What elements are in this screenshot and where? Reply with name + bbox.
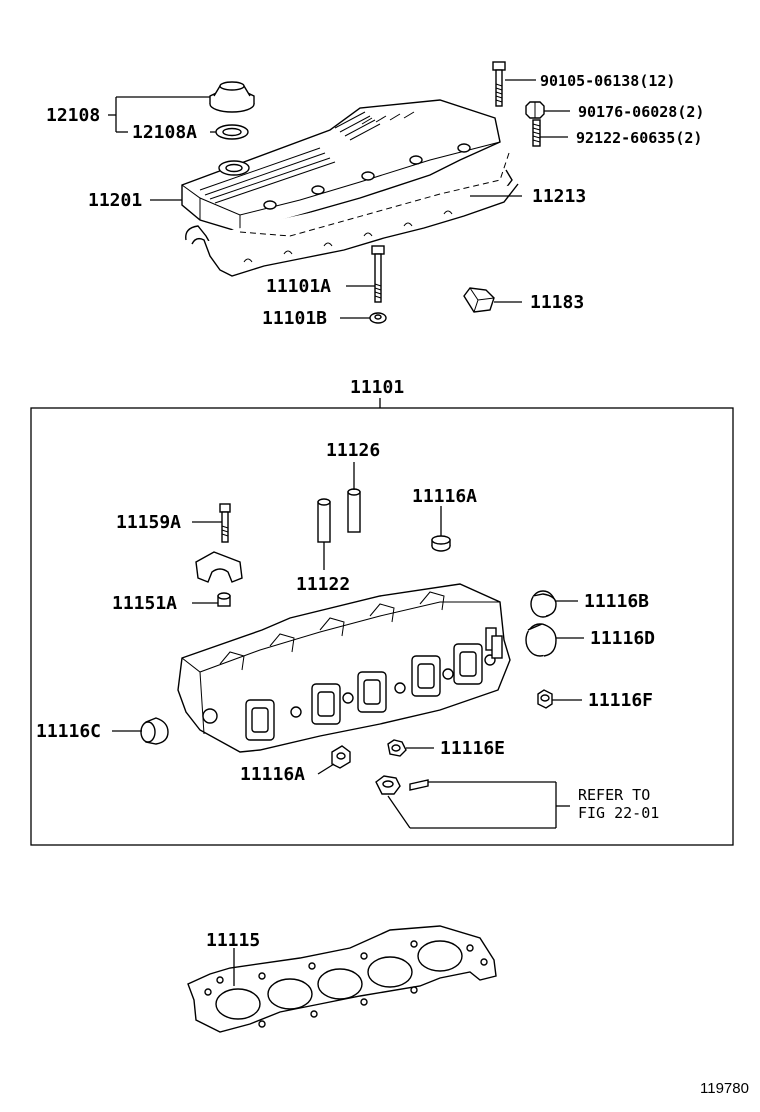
label-11116b: 11116B bbox=[584, 591, 649, 612]
leader-11116a-bottom bbox=[317, 763, 335, 775]
label-11101a: 11101A bbox=[266, 276, 331, 297]
refer-part-drawing bbox=[375, 775, 429, 795]
label-11116f: 11116F bbox=[588, 690, 653, 711]
filler-cap-gasket-drawing bbox=[215, 124, 249, 140]
bolt-90105-drawing bbox=[492, 61, 506, 107]
plug-11116a-top-drawing bbox=[431, 535, 451, 552]
label-11201: 11201 bbox=[88, 190, 142, 211]
dowel-11151a-drawing bbox=[217, 592, 231, 607]
refer-text-line2: FIG 22-01 bbox=[578, 804, 659, 822]
oil-filler-cap-drawing bbox=[209, 81, 255, 113]
plug-11116f-drawing bbox=[537, 689, 553, 709]
bolt-11159a-drawing bbox=[219, 503, 231, 543]
refer-bracket bbox=[387, 781, 570, 829]
label-12108: 12108 bbox=[46, 105, 100, 126]
bolt-11101a-drawing bbox=[371, 245, 385, 303]
nut-90176-drawing bbox=[525, 101, 545, 119]
label-11116e: 11116E bbox=[440, 738, 505, 759]
valve-guide-11126-drawing bbox=[347, 488, 361, 533]
label-11116c: 11116C bbox=[36, 721, 101, 742]
label-90105: 90105-06138(12) bbox=[540, 72, 675, 90]
label-12108a: 12108A bbox=[132, 122, 197, 143]
plug-11183-drawing bbox=[463, 287, 495, 313]
washer-11101b-drawing bbox=[369, 312, 387, 324]
label-90176: 90176-06028(2) bbox=[578, 103, 704, 121]
head-gasket-drawing bbox=[187, 925, 497, 1033]
label-11151a: 11151A bbox=[112, 593, 177, 614]
label-11116a-top: 11116A bbox=[412, 486, 477, 507]
label-11159a: 11159A bbox=[116, 512, 181, 533]
label-11122: 11122 bbox=[296, 574, 350, 595]
valve-cover-gasket-drawing bbox=[185, 149, 519, 277]
label-11101b: 11101B bbox=[262, 308, 327, 329]
label-11115: 11115 bbox=[206, 930, 260, 951]
assembly-box bbox=[30, 407, 734, 846]
label-11116d: 11116D bbox=[590, 628, 655, 649]
figure-number: 119780 bbox=[700, 1080, 749, 1097]
label-11116a-bottom: 11116A bbox=[240, 764, 305, 785]
label-bracket-12108 bbox=[108, 96, 216, 133]
label-11126: 11126 bbox=[326, 440, 380, 461]
label-11183: 11183 bbox=[530, 292, 584, 313]
bearing-cap-drawing bbox=[195, 551, 243, 583]
plug-11116b-drawing bbox=[530, 590, 557, 618]
plug-11116e-drawing bbox=[387, 739, 407, 757]
valve-guide-11122-drawing bbox=[317, 498, 331, 543]
cylinder-head-drawing bbox=[177, 583, 511, 753]
label-11101: 11101 bbox=[350, 377, 404, 398]
valve-cover-drawing bbox=[181, 99, 501, 233]
plug-11116d-drawing bbox=[525, 623, 557, 657]
plug-11116c-drawing bbox=[140, 717, 169, 745]
label-92122: 92122-60635(2) bbox=[576, 129, 702, 147]
refer-text-line1: REFER TO bbox=[578, 786, 650, 804]
plug-11116a-bottom-drawing bbox=[331, 745, 351, 769]
label-11213: 11213 bbox=[532, 186, 586, 207]
stud-92122-drawing bbox=[532, 119, 541, 147]
